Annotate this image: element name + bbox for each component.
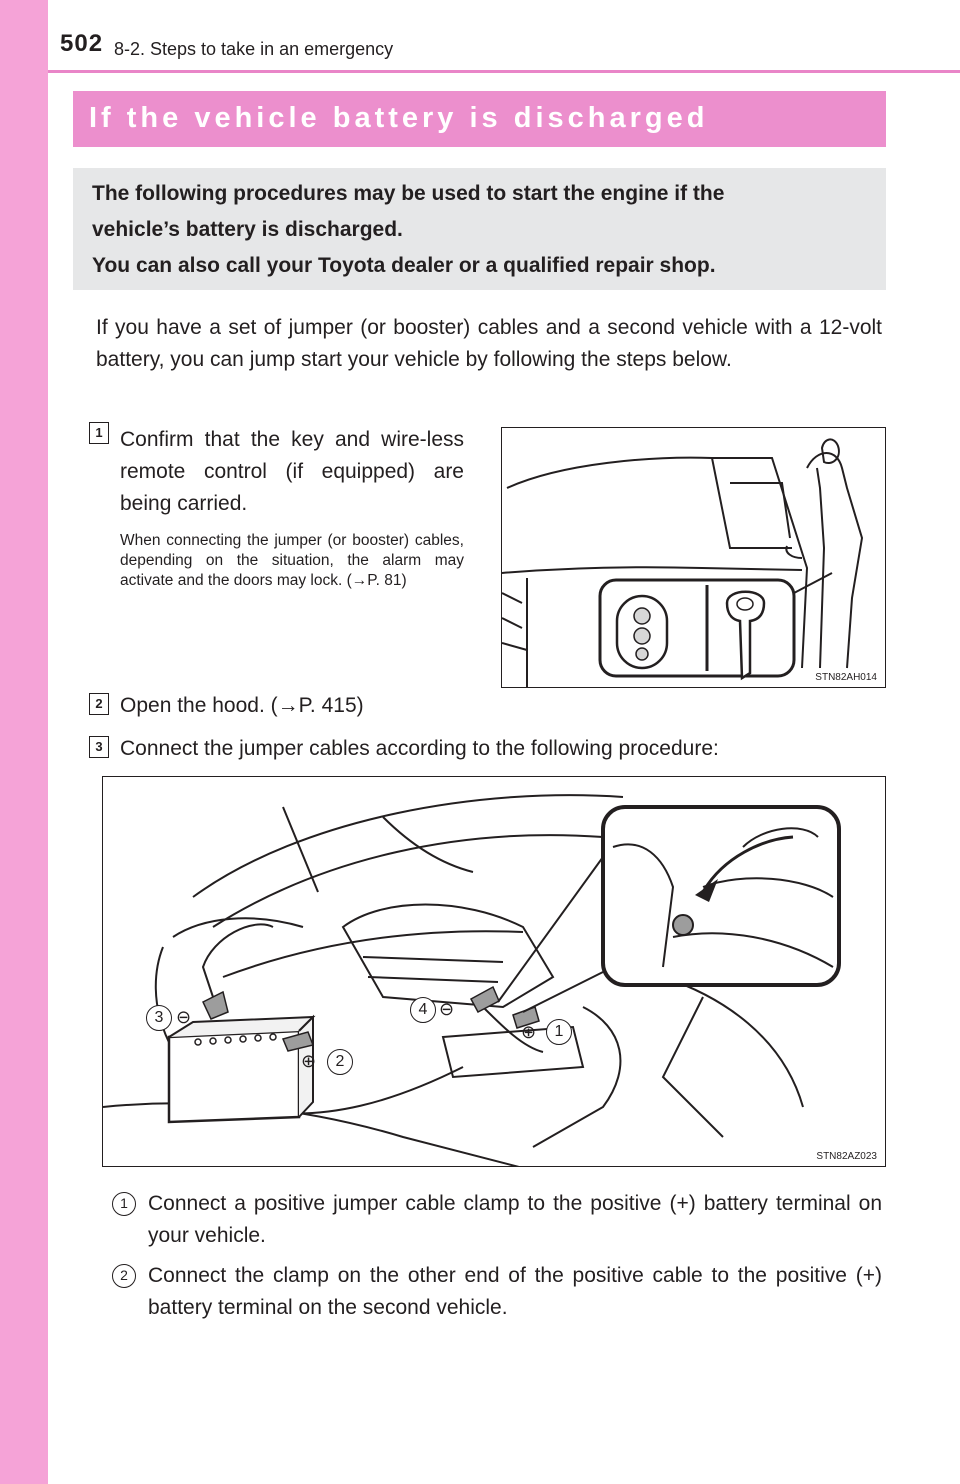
plus-icon: ⊕ xyxy=(301,1051,317,1071)
intro-paragraph: If you have a set of jumper (or booster)… xyxy=(96,316,882,371)
engine-bay-illustration xyxy=(103,794,841,1166)
plus-icon: ⊕ xyxy=(521,1022,537,1042)
clamp-3 xyxy=(202,990,229,1020)
vehicle-battery xyxy=(441,1025,585,1079)
step-1-note: When connecting the jumper (or booster) … xyxy=(120,532,464,589)
figure-2-code: STN82AZ023 xyxy=(816,1151,877,1162)
figure-jumper-cables: 3 ⊖ 4 ⊖ ⊕ 1 ⊕ 2 STN82AZ023 xyxy=(102,776,886,1167)
substep-1-number: 1 xyxy=(112,1192,136,1216)
figure-label-2: 2 xyxy=(327,1049,353,1075)
figure-label-3: 3 xyxy=(146,1005,172,1031)
figure-1-code: STN82AH014 xyxy=(815,672,877,683)
header-rule xyxy=(48,70,960,73)
detail-inset xyxy=(601,805,841,987)
clamp-2 xyxy=(281,1031,315,1052)
step-2-text: Open the hood. (→P. 415) xyxy=(120,694,364,717)
page-number: 502 xyxy=(60,30,104,57)
step-1-text: Confirm that the key and wire-less remot… xyxy=(120,428,464,515)
figure-key-remote: STN82AH014 xyxy=(501,427,886,688)
page-title: If the vehicle battery is discharged xyxy=(89,102,709,134)
summary-line-2: vehicle’s battery is discharged. xyxy=(92,218,403,241)
step-3-text: Connect the jumper cables according to t… xyxy=(120,737,719,760)
summary-box: The following procedures may be used to … xyxy=(73,168,886,290)
second-battery xyxy=(167,1029,301,1124)
side-tab xyxy=(0,0,48,1484)
substep-2-text: Connect the clamp on the other end of th… xyxy=(148,1264,882,1319)
ground-bolt xyxy=(672,914,694,936)
minus-icon: ⊖ xyxy=(439,999,455,1019)
summary-line-1: The following procedures may be used to … xyxy=(92,182,725,205)
step-2-number: 2 xyxy=(89,693,109,715)
minus-icon: ⊖ xyxy=(176,1007,192,1027)
clamp-4 xyxy=(469,985,500,1014)
section-header: 8-2. Steps to take in an emergency xyxy=(114,39,394,59)
figure-label-1: 1 xyxy=(546,1019,572,1045)
key-icon xyxy=(725,590,766,681)
figure-label-4: 4 xyxy=(410,997,436,1023)
substep-1-text: Connect a positive jumper cable clamp to… xyxy=(148,1192,882,1247)
car-door-illustration xyxy=(502,438,864,687)
step-3-number: 3 xyxy=(89,736,109,758)
summary-line-3: You can also call your Toyota dealer or … xyxy=(92,254,716,277)
arrow-icon xyxy=(701,835,794,893)
step-1-number: 1 xyxy=(89,422,109,444)
title-bar: If the vehicle battery is discharged xyxy=(73,91,886,147)
substep-2-number: 2 xyxy=(112,1264,136,1288)
